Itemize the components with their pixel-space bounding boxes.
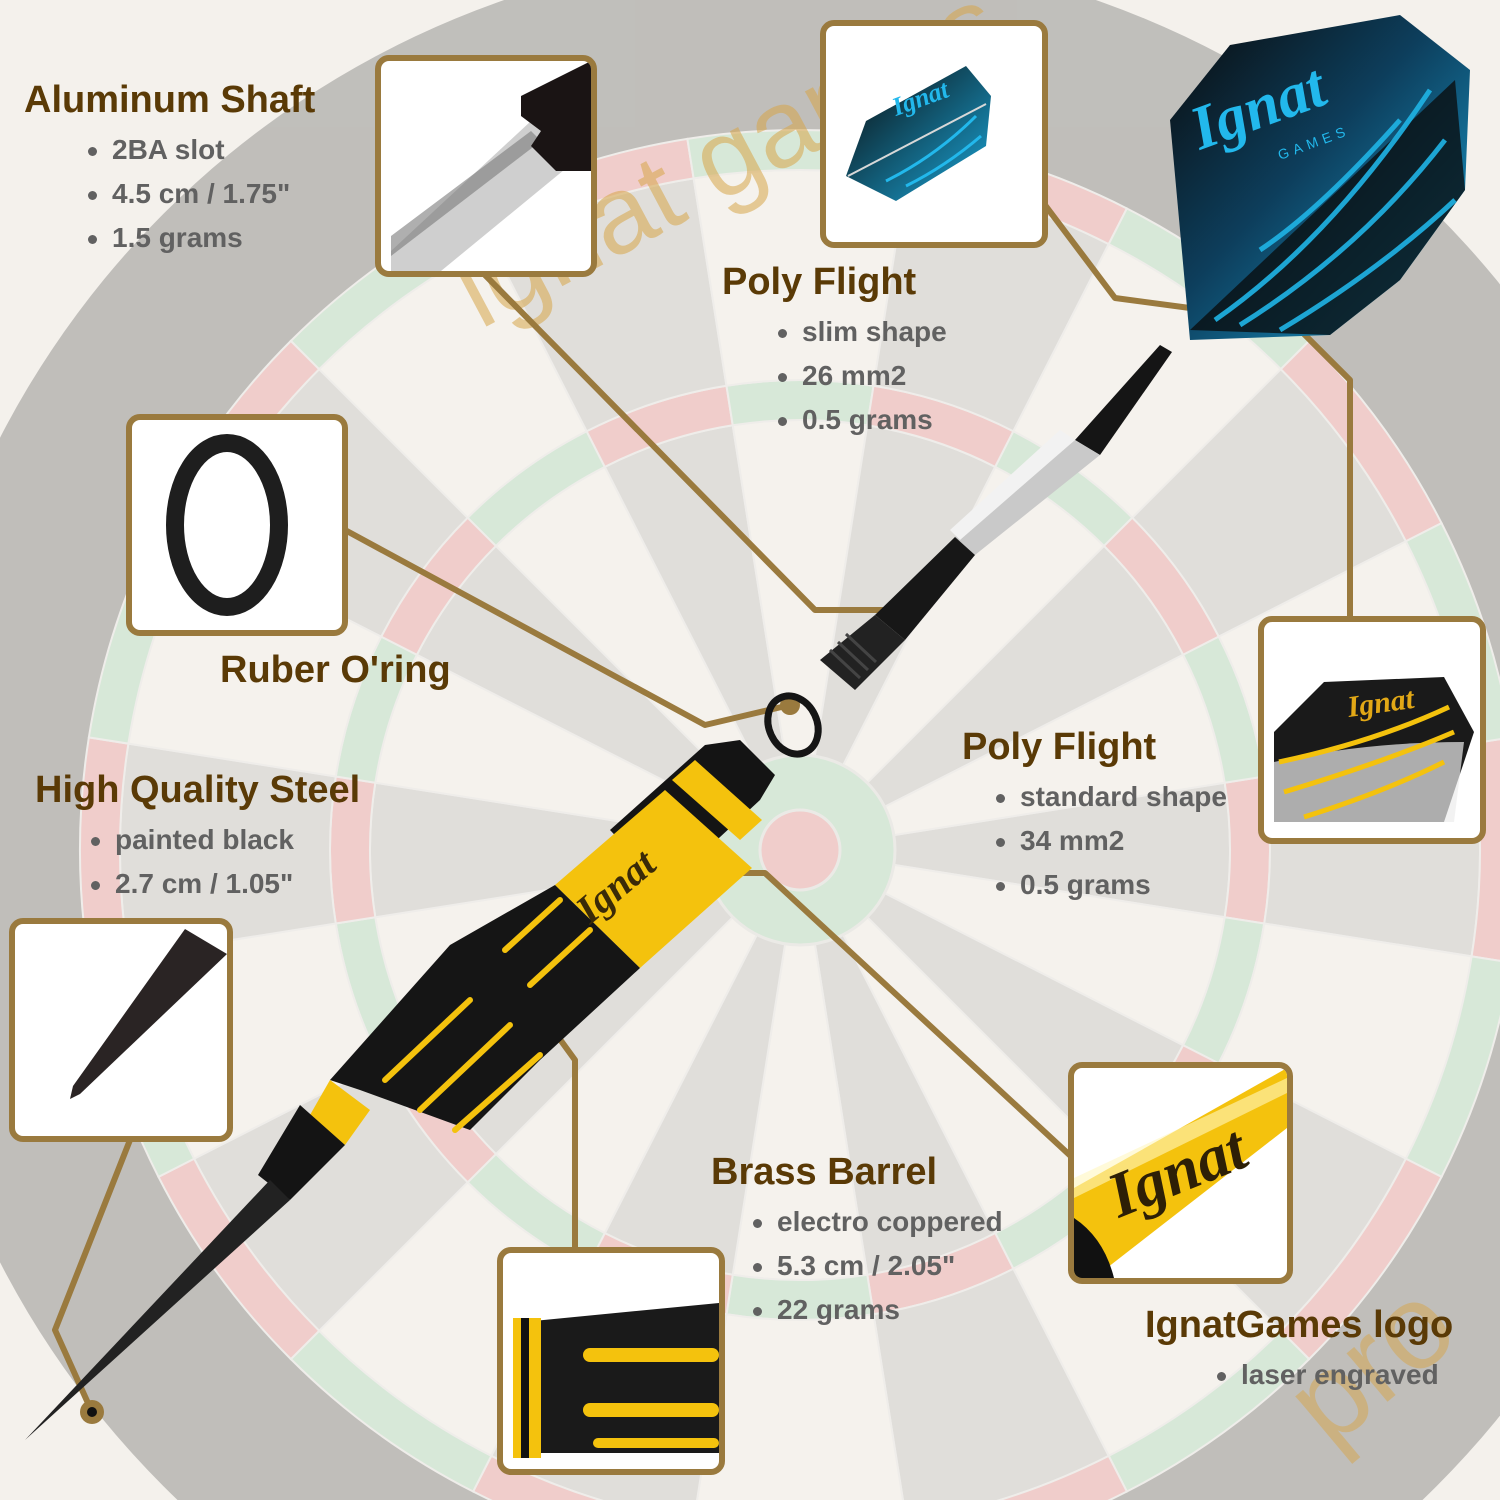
slim-flight-image: Ignat [846, 66, 991, 201]
logo-closeup-frame: Ignat [1068, 1062, 1293, 1284]
callout-title: Brass Barrel [711, 1151, 938, 1193]
callout-title: Poly Flight [962, 726, 1157, 768]
spec-item: 4.5 cm / 1.75" [84, 172, 315, 216]
standard-flight-frame: Ignat [1258, 616, 1486, 844]
bullseye [758, 808, 842, 892]
callout-title: IgnatGames logo [1145, 1304, 1454, 1346]
slim-flight-frame: Ignat [820, 20, 1048, 248]
spec-item: 2BA slot [84, 128, 315, 172]
spec-list: 2BA slot 4.5 cm / 1.75" 1.5 grams [84, 128, 315, 260]
spec-list: painted black 2.7 cm / 1.05" [87, 818, 360, 906]
spec-list: electro coppered 5.3 cm / 2.05" 22 grams [749, 1200, 1003, 1332]
oring-closeup-frame [126, 414, 348, 636]
spec-item: slim shape [774, 310, 947, 354]
logo-closeup-image: Ignat [1074, 1068, 1287, 1278]
spec-item: painted black [87, 818, 360, 862]
spec-item: 5.3 cm / 2.05" [749, 1244, 1003, 1288]
spec-item: 0.5 grams [774, 398, 947, 442]
callout-poly-flight-slim: Poly Flight slim shape 26 mm2 0.5 grams [722, 261, 947, 442]
callout-title: Poly Flight [722, 261, 917, 303]
callout-rubber-oring: Ruber O'ring [220, 649, 451, 692]
spec-list: standard shape 34 mm2 0.5 grams [992, 775, 1227, 907]
spec-item: 2.7 cm / 1.05" [87, 862, 360, 906]
callout-title: High Quality Steel [35, 769, 361, 811]
shaft-part [820, 345, 1172, 690]
steel-tip-closeup-image [70, 929, 227, 1099]
barrel-part: Ignat [258, 740, 775, 1200]
shaft-closeup-image [391, 61, 591, 271]
spec-item: laser engraved [1213, 1353, 1453, 1397]
shaft-closeup-frame [375, 55, 597, 277]
logo-closeup-engraving: Ignat [1097, 1111, 1259, 1231]
steel-tip-closeup-frame [9, 918, 233, 1142]
connector-oring [343, 527, 791, 728]
spec-item: 26 mm2 [774, 354, 947, 398]
connector-shaft [482, 272, 900, 613]
callout-poly-flight-standard: Poly Flight standard shape 34 mm2 0.5 gr… [962, 726, 1227, 907]
barrel-closeup-frame [497, 1247, 725, 1475]
callout-title: Ruber O'ring [220, 649, 451, 691]
callout-title: Aluminum Shaft [24, 79, 316, 121]
spec-list: slim shape 26 mm2 0.5 grams [774, 310, 947, 442]
callout-aluminum-shaft: Aluminum Shaft 2BA slot 4.5 cm / 1.75" 1… [24, 79, 316, 260]
steel-tip-part [25, 1180, 290, 1440]
connector-flight-standard [1287, 317, 1353, 620]
connector-flight-slim [1042, 203, 1206, 313]
spec-item: standard shape [992, 775, 1227, 819]
standard-flight-image: Ignat [1274, 677, 1474, 822]
spec-list: laser engraved [1213, 1353, 1453, 1397]
barrel-closeup-image [513, 1303, 719, 1458]
spec-item: 22 grams [749, 1288, 1003, 1332]
spec-item: electro coppered [749, 1200, 1003, 1244]
callout-logo: IgnatGames logo laser engraved [1145, 1304, 1454, 1397]
spec-item: 1.5 grams [84, 216, 315, 260]
callout-steel-tip: High Quality Steel painted black 2.7 cm … [35, 769, 361, 906]
spec-item: 0.5 grams [992, 863, 1227, 907]
callout-brass-barrel: Brass Barrel electro coppered 5.3 cm / 2… [711, 1151, 1003, 1332]
oring-closeup-image [166, 434, 288, 616]
oring-part [764, 692, 822, 758]
spec-item: 34 mm2 [992, 819, 1227, 863]
